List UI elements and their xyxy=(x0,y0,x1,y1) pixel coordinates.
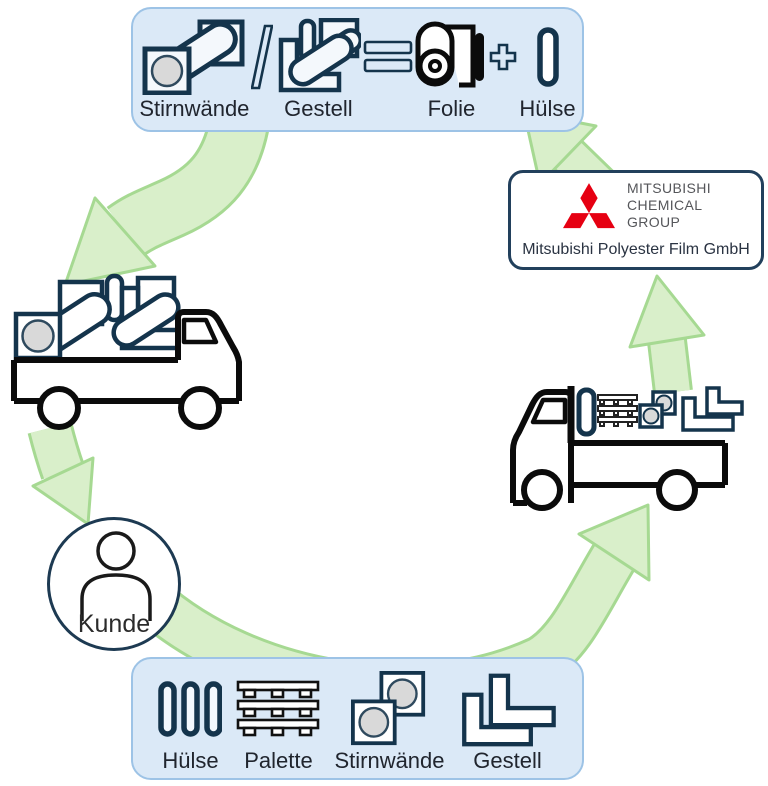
item-stirnwaende: Stirnwände xyxy=(139,18,249,121)
rack-with-rolls-icon xyxy=(279,18,362,93)
brand-row: MITSUBISHI CHEMICAL GROUP xyxy=(517,180,755,231)
return-truck-icon xyxy=(510,386,744,511)
packaging-equation-box: Stirnwände xyxy=(131,7,584,132)
person-icon xyxy=(80,531,152,621)
item-label: Palette xyxy=(244,748,313,773)
wheel-icon xyxy=(656,469,698,511)
roll-with-endplates-icon xyxy=(142,19,245,95)
wheel-icon xyxy=(521,469,563,511)
wheel-icon xyxy=(178,386,222,430)
three-tubes-icon xyxy=(158,681,223,737)
item-gestell: Gestell xyxy=(275,18,362,121)
item-label: Gestell xyxy=(284,96,353,121)
item-stirnwaende: Stirnwände xyxy=(334,670,445,773)
item-label: Folie xyxy=(427,96,476,121)
film-roll-icon xyxy=(415,21,485,88)
customer-node: Kunde xyxy=(47,517,181,651)
pallet-stack-small-icon xyxy=(597,394,638,427)
item-label: Stirnwände xyxy=(334,748,445,773)
truck-load-packaging xyxy=(13,273,181,361)
endplates-small-icon xyxy=(638,390,677,429)
item-folie: Folie xyxy=(415,18,487,121)
returned-packaging-row: Hülse Palette xyxy=(158,670,556,773)
item-huelse: Hülse xyxy=(158,670,223,773)
item-label: Gestell xyxy=(473,748,542,773)
arrow-topbox-to-left-truck-icon xyxy=(63,112,271,287)
equals-icon xyxy=(364,40,413,73)
operator-slash xyxy=(251,18,274,121)
mitsubishi-three-diamonds-icon xyxy=(562,183,615,229)
truck-load-returns xyxy=(576,386,744,437)
item-label: Hülse xyxy=(519,96,576,121)
truck-body xyxy=(510,386,728,506)
racks-small-icon xyxy=(681,386,744,432)
brand-line: CHEMICAL xyxy=(626,197,703,213)
slash-icon xyxy=(251,24,274,90)
item-label: Hülse xyxy=(162,748,219,773)
company-subtitle: Mitsubishi Polyester Film GmbH xyxy=(522,241,750,258)
brand-line: GROUP xyxy=(626,214,681,230)
plus-icon xyxy=(490,43,517,71)
brand-line: MITSUBISHI xyxy=(626,180,712,196)
item-huelse: Hülse xyxy=(519,18,576,121)
item-palette: Palette xyxy=(236,670,320,773)
wheel-icon xyxy=(37,386,81,430)
brand-name: MITSUBISHI CHEMICAL GROUP xyxy=(627,180,711,231)
arrow-right-truck-to-company-icon xyxy=(628,274,706,395)
operator-equals xyxy=(363,18,413,121)
arrow-left-truck-to-customer-icon xyxy=(27,422,95,526)
item-label: Stirnwände xyxy=(139,96,250,121)
item-gestell: Gestell xyxy=(459,670,557,773)
company-box: MITSUBISHI CHEMICAL GROUP Mitsubishi Pol… xyxy=(508,170,764,270)
delivery-truck-icon xyxy=(11,273,242,430)
core-tube-icon xyxy=(536,27,559,87)
pallet-stack-icon xyxy=(237,680,320,737)
packaging-equation-row: Stirnwände xyxy=(139,18,576,121)
returned-packaging-box: Hülse Palette xyxy=(131,657,584,780)
racks-pair-icon xyxy=(461,673,556,747)
endplates-pair-icon xyxy=(351,671,426,746)
operator-plus xyxy=(489,18,517,121)
customer-label: Kunde xyxy=(77,609,151,638)
